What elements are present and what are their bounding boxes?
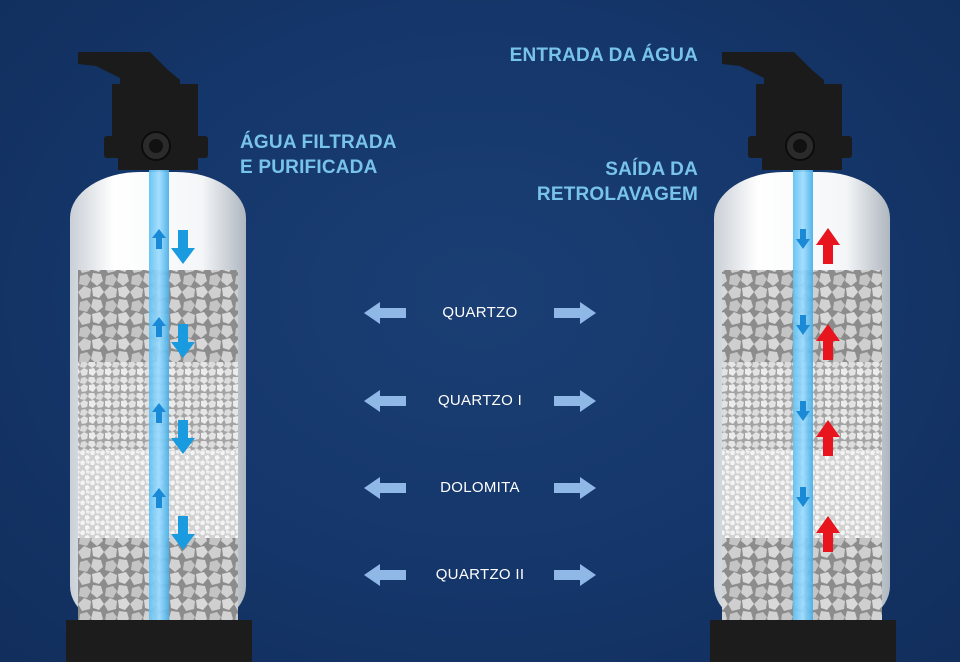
- label-water-inlet: ENTRADA DA ÁGUA: [510, 43, 698, 68]
- label-filtered-water: ÁGUA FILTRADA E PURIFICADA: [240, 130, 397, 180]
- label-filtered-water-line2: E PURIFICADA: [240, 157, 378, 178]
- left-filter: [66, 52, 252, 662]
- right-center-pipe: [793, 170, 813, 622]
- left-up-arrow-3: [152, 403, 166, 423]
- right-down-arrow-2: [796, 315, 810, 335]
- pointer-left-4: [364, 564, 406, 586]
- left-down-arrow-3: [171, 420, 195, 454]
- label-backwash-line1: SAÍDA DA: [605, 159, 698, 180]
- right-flow-arrows: [796, 228, 840, 552]
- right-up-arrow-red-4: [816, 516, 840, 552]
- left-center-pipe: [149, 170, 169, 622]
- right-up-arrow-red-1: [816, 228, 840, 264]
- left-filter-base: [66, 620, 252, 662]
- layer-label-quartzo-ii: QUARTZO II: [435, 566, 525, 583]
- pointer-right-2: [554, 390, 596, 412]
- right-up-arrow-red-3: [816, 420, 840, 456]
- left-down-arrow-4: [171, 516, 195, 550]
- left-down-arrow-2: [171, 324, 195, 358]
- right-multiport-valve: [722, 52, 852, 170]
- left-multiport-valve: [78, 52, 208, 170]
- label-filtered-water-line1: ÁGUA FILTRADA: [240, 132, 397, 153]
- layer-label-quartzo: QUARTZO: [442, 304, 518, 321]
- right-filter-base: [710, 620, 896, 662]
- left-down-arrow-1: [171, 230, 195, 264]
- label-backwash-line2: RETROLAVAGEM: [536, 184, 698, 205]
- layer-label-dolomita: DOLOMITA: [440, 479, 520, 496]
- right-up-arrow-red-2: [816, 324, 840, 360]
- layer-label-quartzo-i: QUARTZO I: [437, 392, 523, 409]
- layer-pointer-arrows: [364, 302, 596, 586]
- left-up-arrow-4: [152, 488, 166, 508]
- right-down-arrow-1: [796, 229, 810, 249]
- label-water-inlet-text: ENTRADA DA ÁGUA: [509, 45, 698, 66]
- right-down-arrow-4: [796, 487, 810, 507]
- left-up-arrow-1: [152, 229, 166, 249]
- right-down-arrow-3: [796, 401, 810, 421]
- pointer-right-1: [554, 302, 596, 324]
- pointer-left-2: [364, 390, 406, 412]
- pointer-left-1: [364, 302, 406, 324]
- left-up-arrow-2: [152, 317, 166, 337]
- pointer-right-4: [554, 564, 596, 586]
- label-backwash-outlet: SAÍDA DA RETROLAVAGEM: [537, 157, 698, 207]
- pointer-right-3: [554, 477, 596, 499]
- right-filter: [710, 52, 896, 662]
- pointer-left-3: [364, 477, 406, 499]
- left-flow-arrows: [152, 229, 195, 550]
